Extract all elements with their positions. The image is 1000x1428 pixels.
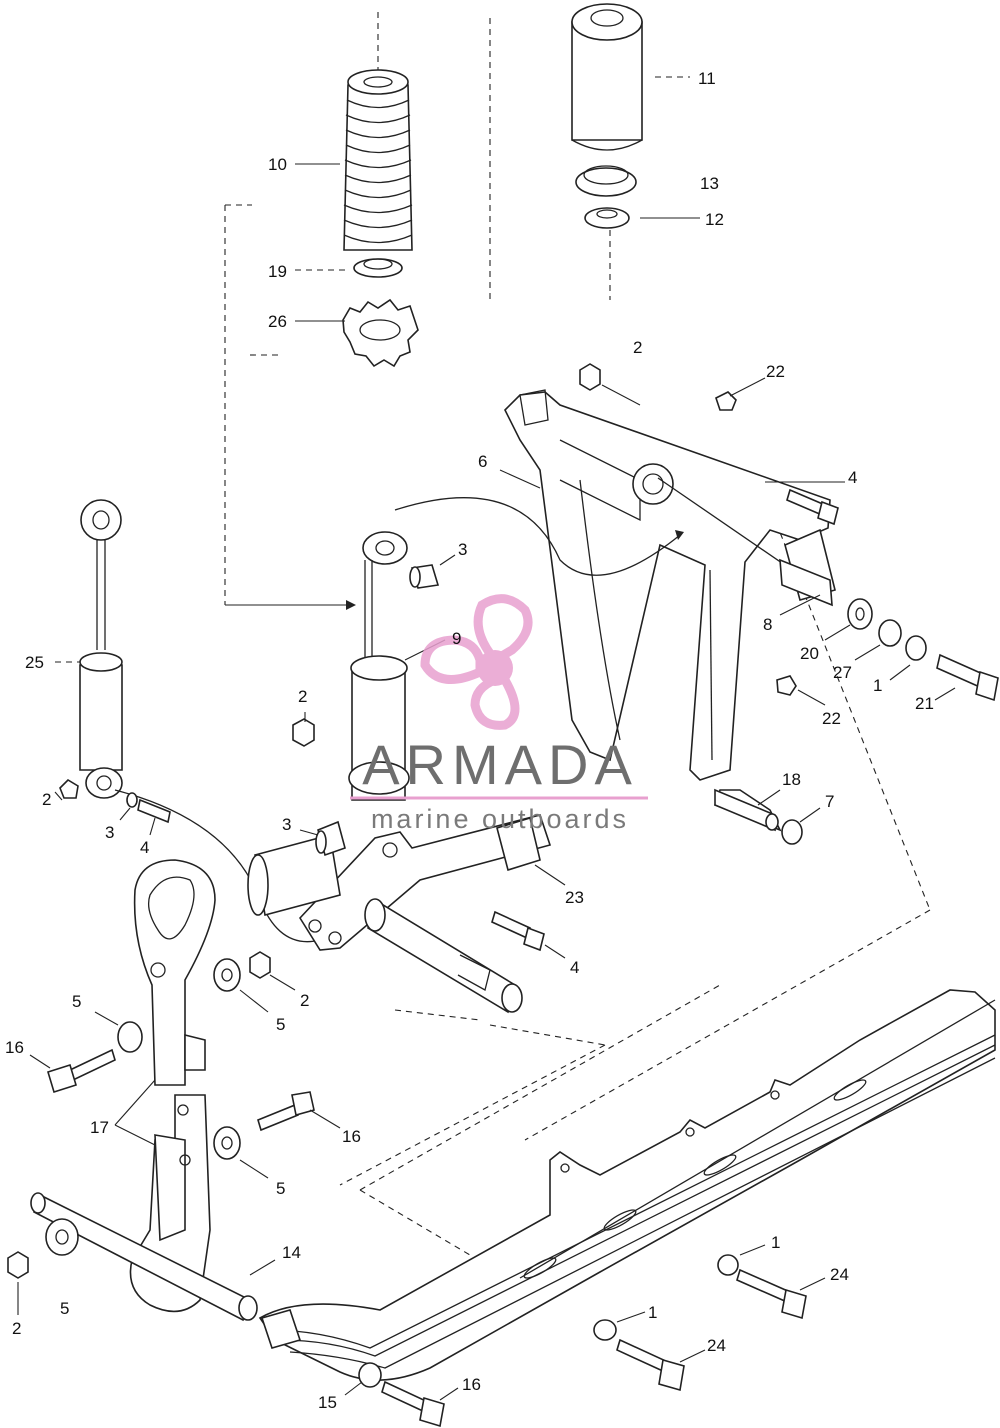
link-17 (129, 859, 216, 1313)
washer-5c (213, 1126, 241, 1160)
lower-arm-23 (247, 814, 552, 1014)
washer-5d (45, 1218, 79, 1256)
callout-16-bottom: 16 (462, 1375, 481, 1394)
callout-2-mid: 2 (298, 687, 307, 706)
adjuster-ring-26 (342, 298, 419, 368)
nut-2b (292, 718, 315, 747)
callout-23: 23 (565, 888, 584, 907)
callout-5-bottom: 5 (60, 1299, 69, 1318)
bolt-16b (257, 1091, 315, 1132)
washer-20 (847, 598, 873, 630)
shaft-18 (714, 788, 779, 832)
callout-4-arm: 4 (570, 958, 579, 977)
callout-24-lower: 24 (707, 1336, 726, 1355)
cup-13 (575, 165, 637, 197)
callout-27: 27 (833, 663, 852, 682)
nut-2a (579, 363, 601, 391)
axle-14 (30, 1192, 258, 1322)
callout-6: 6 (478, 452, 487, 471)
callout-2-top: 2 (633, 338, 642, 357)
callout-10: 10 (268, 155, 287, 174)
callout-18: 18 (782, 770, 801, 789)
bolt-4a (786, 488, 839, 526)
callout-1-right: 1 (873, 676, 882, 695)
bolt-24a (736, 1268, 807, 1320)
callout-4-top: 4 (848, 468, 857, 487)
brand-watermark: ARMADA marine outboards (350, 594, 648, 834)
callout-3-shock: 3 (458, 540, 467, 559)
callout-12: 12 (705, 210, 724, 229)
callout-2-bottom: 2 (12, 1319, 21, 1338)
bolt-16a (47, 1048, 116, 1094)
shaft-8 (779, 558, 833, 607)
bolt-24b (616, 1338, 685, 1392)
bolt-4c (491, 910, 545, 952)
shock-25 (79, 499, 321, 943)
callout-labels: 11 13 12 10 19 26 2 22 6 4 3 9 8 20 27 1… (5, 69, 934, 1412)
washer-1b (717, 1254, 739, 1276)
washer-12 (584, 207, 630, 229)
nut-2c (59, 778, 79, 799)
nut-2e (7, 1251, 29, 1279)
callout-20: 20 (800, 644, 819, 663)
watermark-tagline: marine outboards (371, 804, 629, 834)
bushing-3b (126, 792, 138, 808)
washer-27 (878, 619, 902, 647)
callout-1-rail: 1 (771, 1233, 780, 1252)
callout-5-left: 5 (72, 992, 81, 1011)
callout-5-mid: 5 (276, 1015, 285, 1034)
callout-9: 9 (452, 629, 461, 648)
washer-1a (905, 635, 927, 661)
nut-2d (249, 951, 271, 979)
callout-16-left: 16 (5, 1038, 24, 1057)
bolt-21 (936, 653, 999, 702)
callout-3-arm: 3 (282, 815, 291, 834)
centerlines (224, 12, 931, 1256)
watermark-brand: ARMADA (362, 733, 638, 796)
callout-25: 25 (25, 653, 44, 672)
callout-26: 26 (268, 312, 287, 331)
callout-15: 15 (318, 1393, 337, 1412)
callout-1-bottom: 1 (648, 1303, 657, 1322)
spring-10 (343, 69, 413, 251)
callout-17: 17 (90, 1118, 109, 1137)
bolt-4b (137, 798, 171, 824)
washer-1c (593, 1319, 617, 1341)
callout-2-left: 2 (42, 790, 51, 809)
washer-15 (358, 1362, 382, 1388)
callout-4-left: 4 (140, 838, 149, 857)
callout-13: 13 (700, 174, 719, 193)
callout-19: 19 (268, 262, 287, 281)
washer-5a (117, 1021, 143, 1053)
nut-22b (776, 675, 797, 696)
bumper-11 (571, 3, 643, 151)
bolt-16c (381, 1380, 445, 1428)
propeller-logo-icon (420, 594, 533, 730)
callout-16-mid: 16 (342, 1127, 361, 1146)
callout-24-upper: 24 (830, 1265, 849, 1284)
spring-seat-19 (353, 258, 403, 278)
washer-5b (213, 958, 241, 992)
bushing-3a (409, 564, 440, 589)
nut-22a (715, 391, 737, 411)
callout-22-top: 22 (766, 362, 785, 381)
callout-22-mid: 22 (822, 709, 841, 728)
callout-11: 11 (698, 69, 716, 88)
callout-21: 21 (915, 694, 934, 713)
washer-7 (781, 819, 803, 845)
callout-5-low: 5 (276, 1179, 285, 1198)
slide-rail (258, 989, 996, 1381)
shock-9 (348, 497, 684, 801)
callout-2-arm: 2 (300, 991, 309, 1010)
leader-lines (17, 76, 956, 1401)
callout-8: 8 (763, 615, 772, 634)
callout-14: 14 (282, 1243, 301, 1262)
callout-3-left: 3 (105, 823, 114, 842)
bushing-3c (315, 820, 346, 857)
callout-7: 7 (825, 792, 834, 811)
